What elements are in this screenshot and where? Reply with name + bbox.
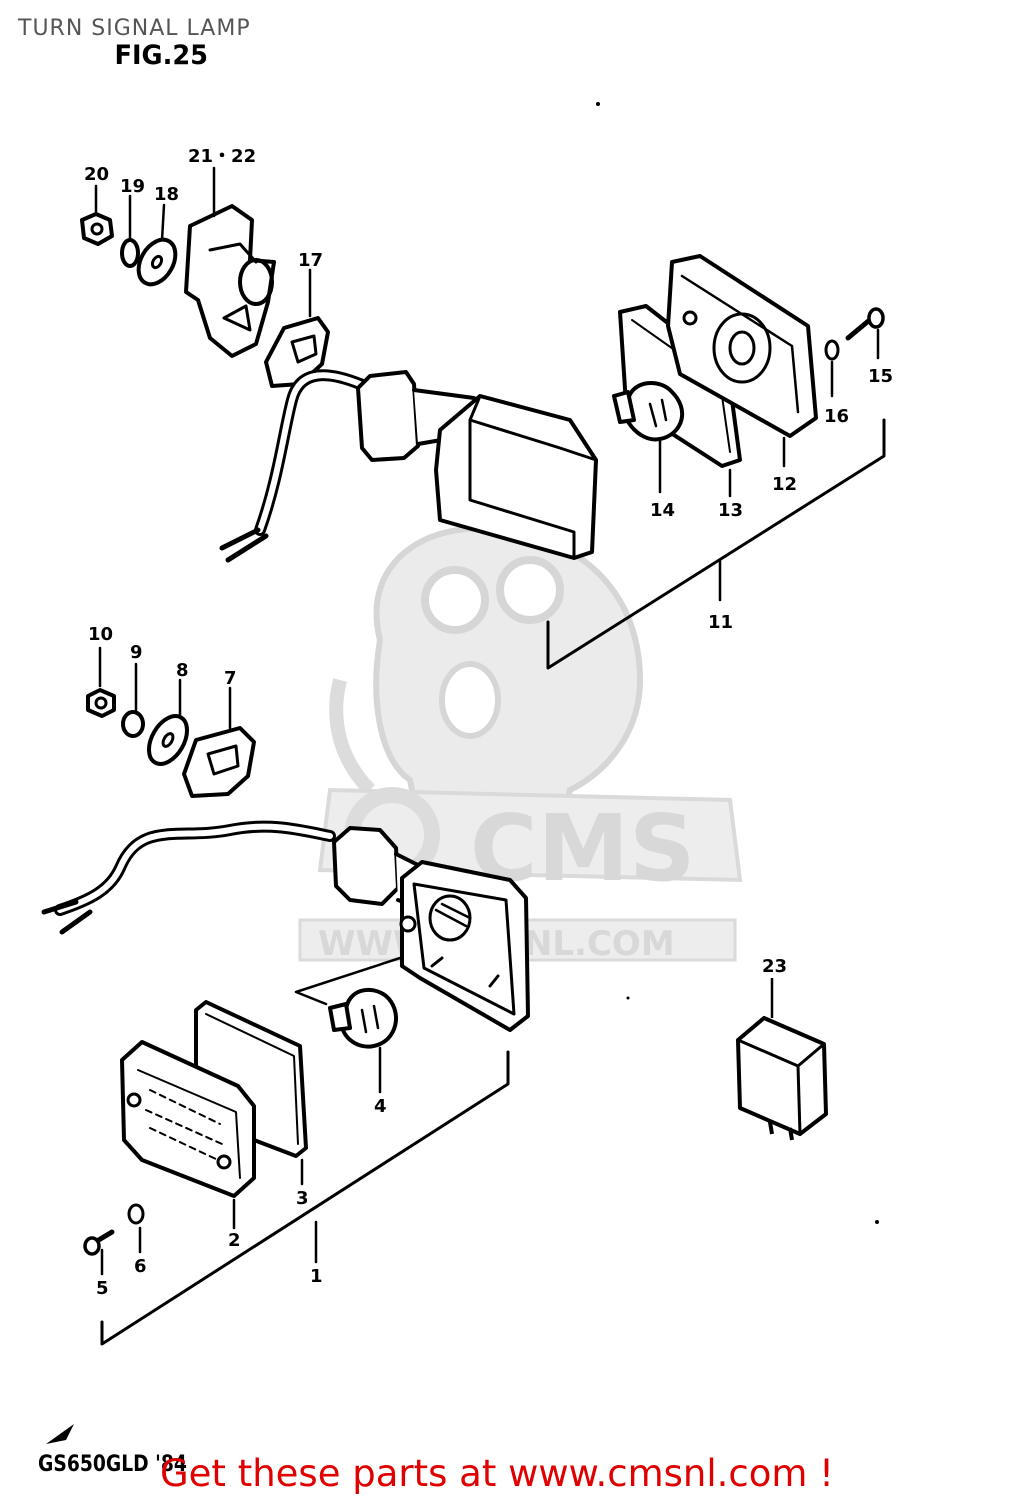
- callout-3: 3: [296, 1188, 309, 1209]
- logo-mark-icon: [46, 1424, 74, 1444]
- bulb-14: [612, 380, 684, 442]
- model-code: GS650GLD '84: [38, 1452, 187, 1477]
- callout-23: 23: [762, 956, 787, 977]
- lamp-body-upper: [356, 370, 598, 560]
- callout-7: 7: [224, 668, 237, 689]
- lock-washer-19: [120, 238, 140, 268]
- washer-18: [136, 237, 178, 287]
- page-title: TURN SIGNAL LAMP: [18, 16, 251, 41]
- washer-16: [824, 339, 840, 361]
- callout-1: 1: [310, 1266, 323, 1287]
- lock-washer-9: [121, 710, 145, 738]
- nut-20: [80, 212, 114, 246]
- callout-17: 17: [298, 250, 323, 271]
- callout-2: 2: [228, 1230, 241, 1251]
- callout-labels: 20 19 18 21・22 17 15 16 12 13 14 11 10 9…: [84, 146, 893, 1299]
- nut-10: [86, 688, 116, 718]
- washer-6: [127, 1203, 145, 1225]
- callout-8: 8: [176, 660, 189, 681]
- callout-14: 14: [650, 500, 675, 521]
- callout-6: 6: [134, 1256, 147, 1277]
- lower-turn-signal-assembly: [41, 646, 530, 1346]
- callout-19: 19: [120, 176, 145, 197]
- washer-8: [147, 714, 189, 766]
- callout-13: 13: [718, 500, 743, 521]
- callout-16: 16: [824, 406, 849, 427]
- callout-21-22: 21・22: [188, 146, 256, 167]
- figure-number: FIG.25: [114, 40, 209, 71]
- upper-turn-signal-assembly: [80, 166, 886, 670]
- lens-2: [120, 1040, 256, 1198]
- callout-9: 9: [130, 642, 143, 663]
- promo-link[interactable]: Get these parts at www.cmsnl.com !: [160, 1452, 835, 1495]
- bulb-4: [328, 987, 399, 1049]
- callout-20: 20: [84, 164, 109, 185]
- callout-18: 18: [154, 184, 179, 205]
- callout-11: 11: [708, 612, 733, 633]
- relay-23: [736, 978, 828, 1141]
- screw-5: [83, 1229, 115, 1256]
- grommet-7: [182, 726, 256, 798]
- bracket-21-22: [184, 204, 276, 358]
- callout-10: 10: [88, 624, 113, 645]
- screw-15: [845, 307, 885, 341]
- callout-12: 12: [772, 474, 797, 495]
- lamp-body-lower: [332, 826, 530, 1032]
- lens-12: [666, 254, 818, 438]
- callout-4: 4: [374, 1096, 387, 1117]
- callout-5: 5: [96, 1278, 109, 1299]
- callout-15: 15: [868, 366, 893, 387]
